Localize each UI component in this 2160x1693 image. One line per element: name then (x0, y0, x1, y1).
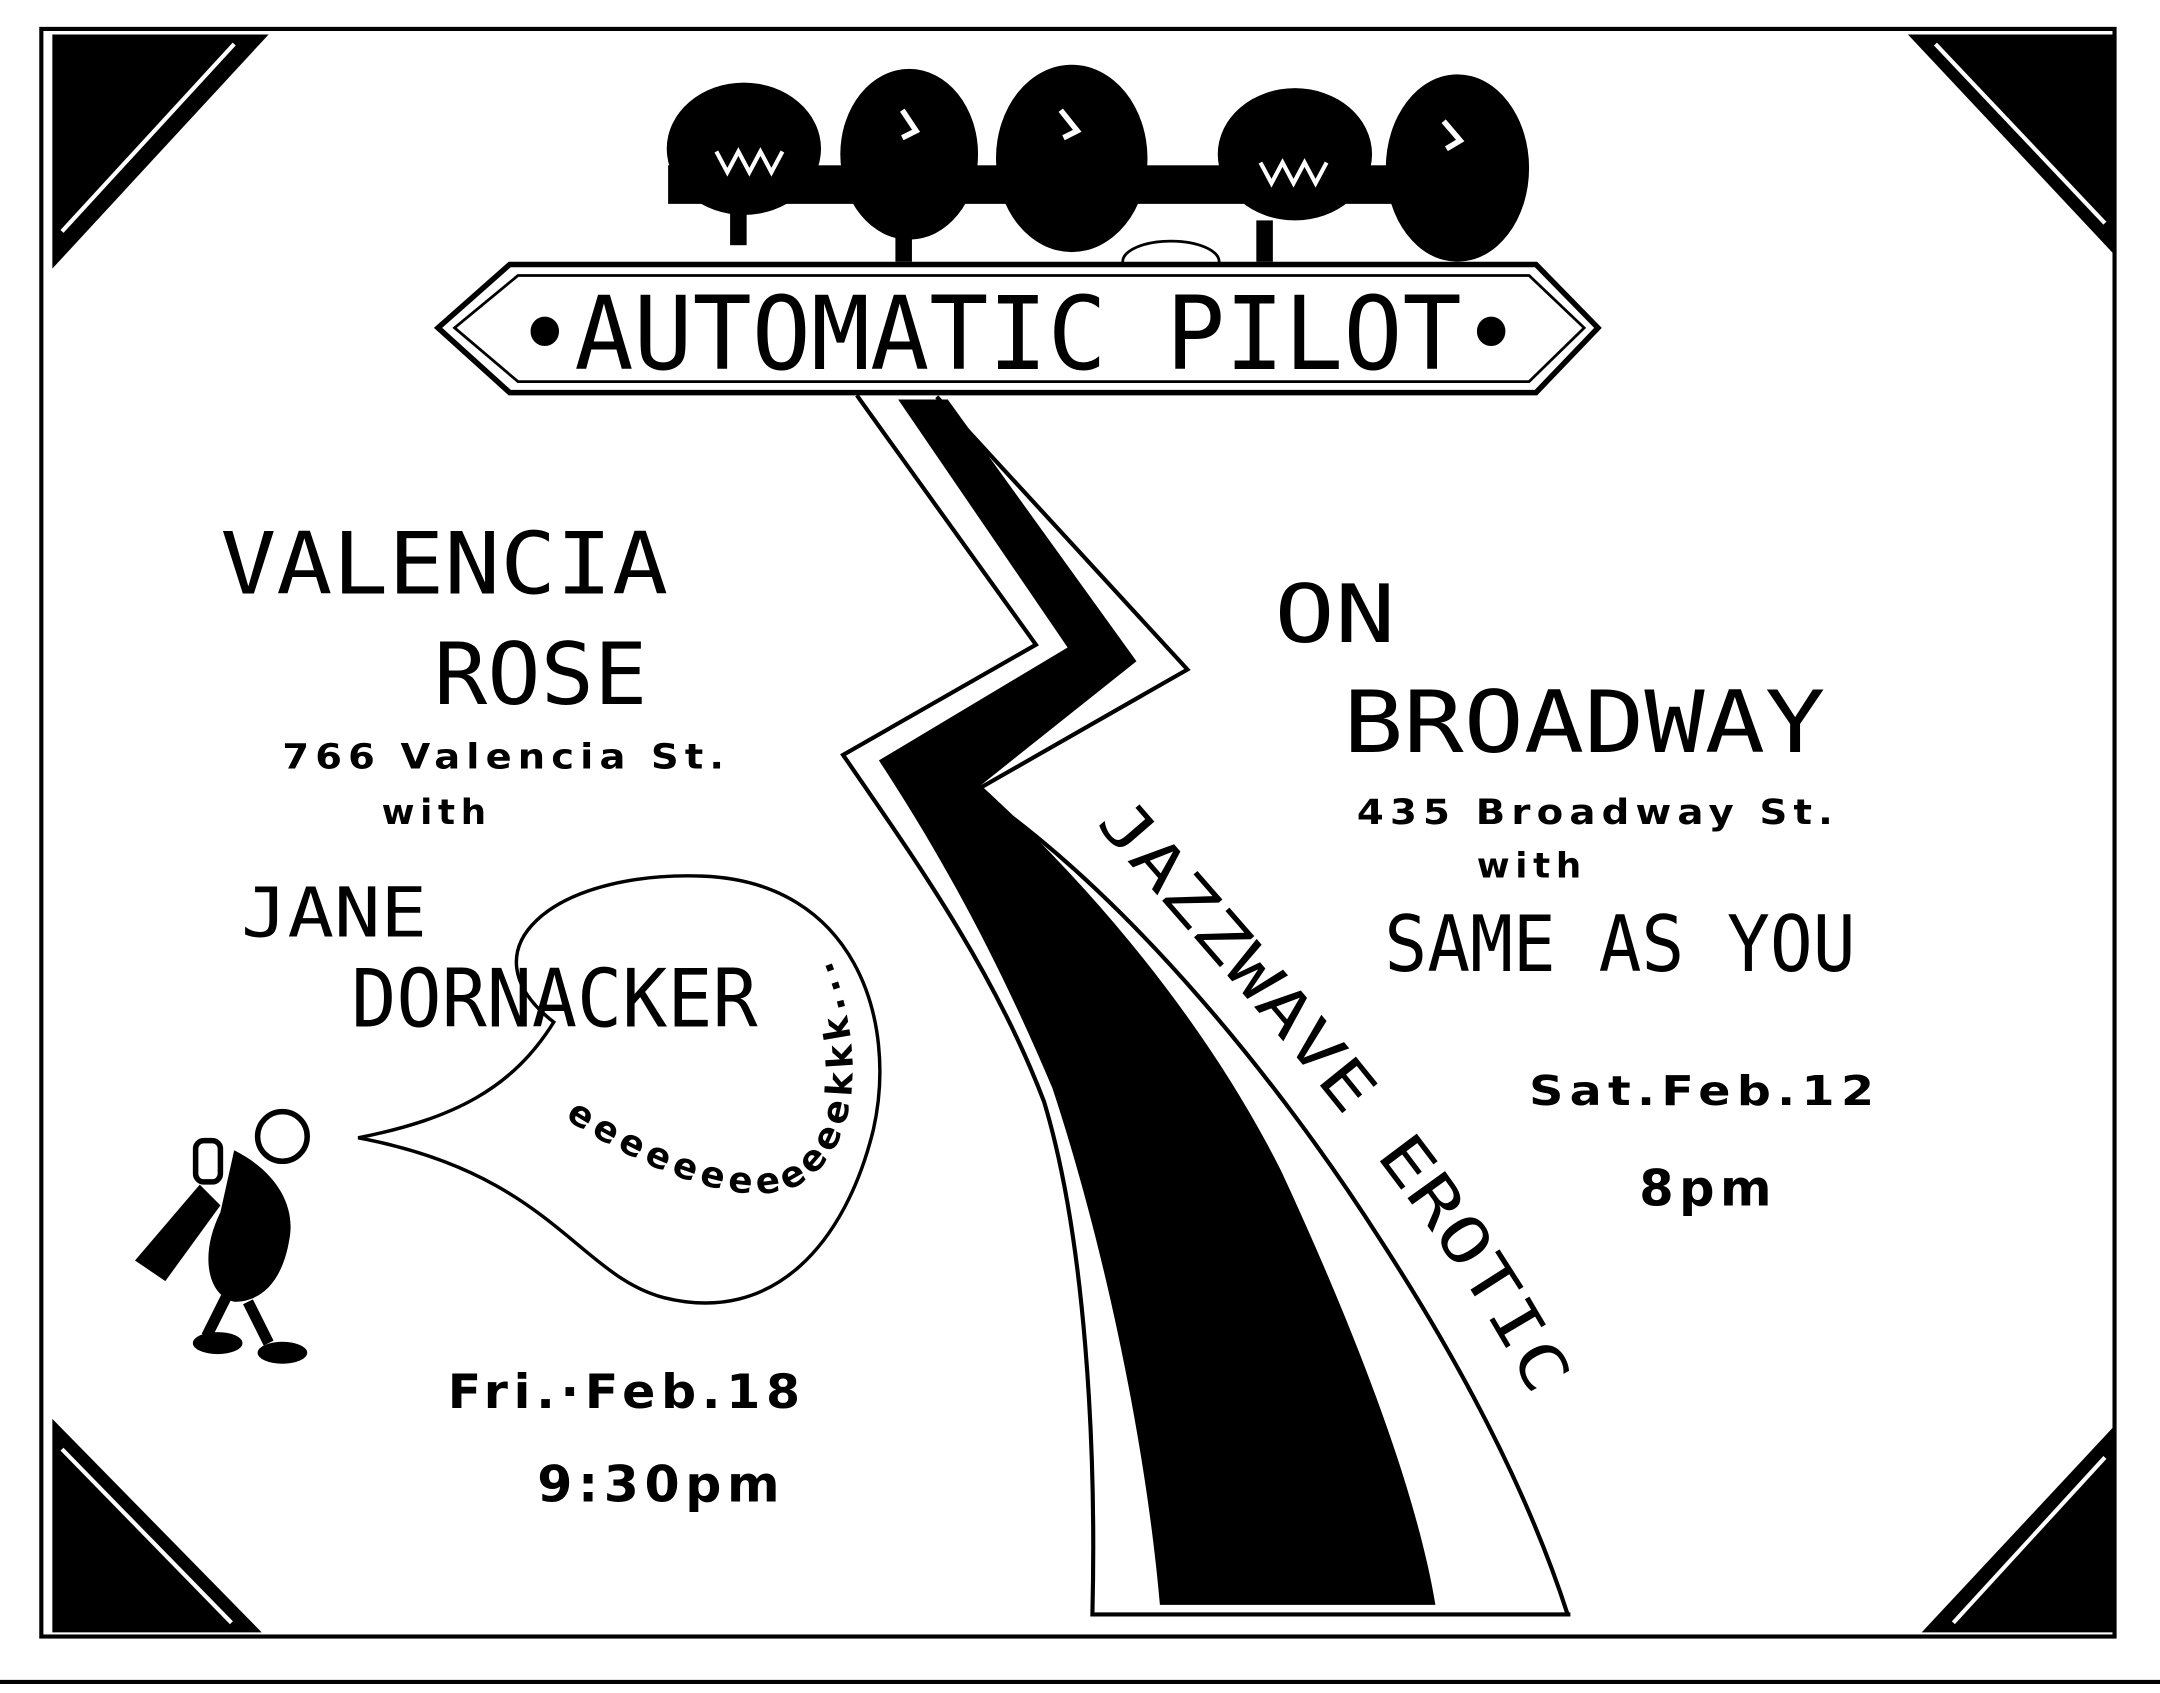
speech-bubble: eeeeeeeeeeeekkk... (357, 874, 882, 1305)
right-guest: SAME AS YOU (1384, 900, 1855, 990)
corner-top-left (52, 34, 269, 269)
corner-bottom-right (1921, 1425, 2115, 1633)
corner-bottom-left (52, 1418, 262, 1633)
right-venue-line1: ON (1274, 568, 1395, 661)
left-with-label: with (382, 793, 492, 833)
trumpet-player-illustration (135, 1108, 310, 1364)
right-with-label: with (1477, 846, 1587, 886)
corner-top-right (1907, 34, 2115, 255)
band-name-sign: •AUTOMATIC PILOT• (433, 261, 1602, 396)
left-guest-line1: JANE (241, 874, 427, 954)
band-name: •AUTOMATIC PILOT• (515, 275, 1521, 394)
right-time: 8pm (1639, 1159, 1777, 1217)
left-address: 766 Valencia St. (282, 738, 730, 778)
left-time: 9:30pm (537, 1456, 785, 1514)
right-venue-line2: BROADWAY (1343, 674, 1825, 773)
right-date: Sat.Feb.12 (1529, 1067, 1880, 1115)
left-date: Fri.·Feb.18 (448, 1366, 806, 1420)
balloon-heads-illustration (666, 64, 1530, 284)
grinning-head-icon (666, 82, 822, 215)
road-outer-left-edge (840, 394, 1571, 1617)
left-venue-line1: VALENCIA (220, 516, 668, 615)
road-illustration (840, 394, 1571, 1617)
left-guest-line2: DORNACKER (351, 952, 758, 1045)
road-outer-right-edge (935, 395, 1570, 1616)
balloon-icon (1385, 74, 1530, 262)
right-address: 435 Broadway St. (1357, 793, 1839, 833)
balloon-icon (840, 68, 979, 240)
poster-border (39, 26, 2117, 1639)
road-black-band (878, 399, 1436, 1605)
balloon-icon (995, 64, 1148, 253)
left-venue-line2: ROSE (434, 626, 648, 725)
grinning-head-icon (1217, 88, 1373, 221)
